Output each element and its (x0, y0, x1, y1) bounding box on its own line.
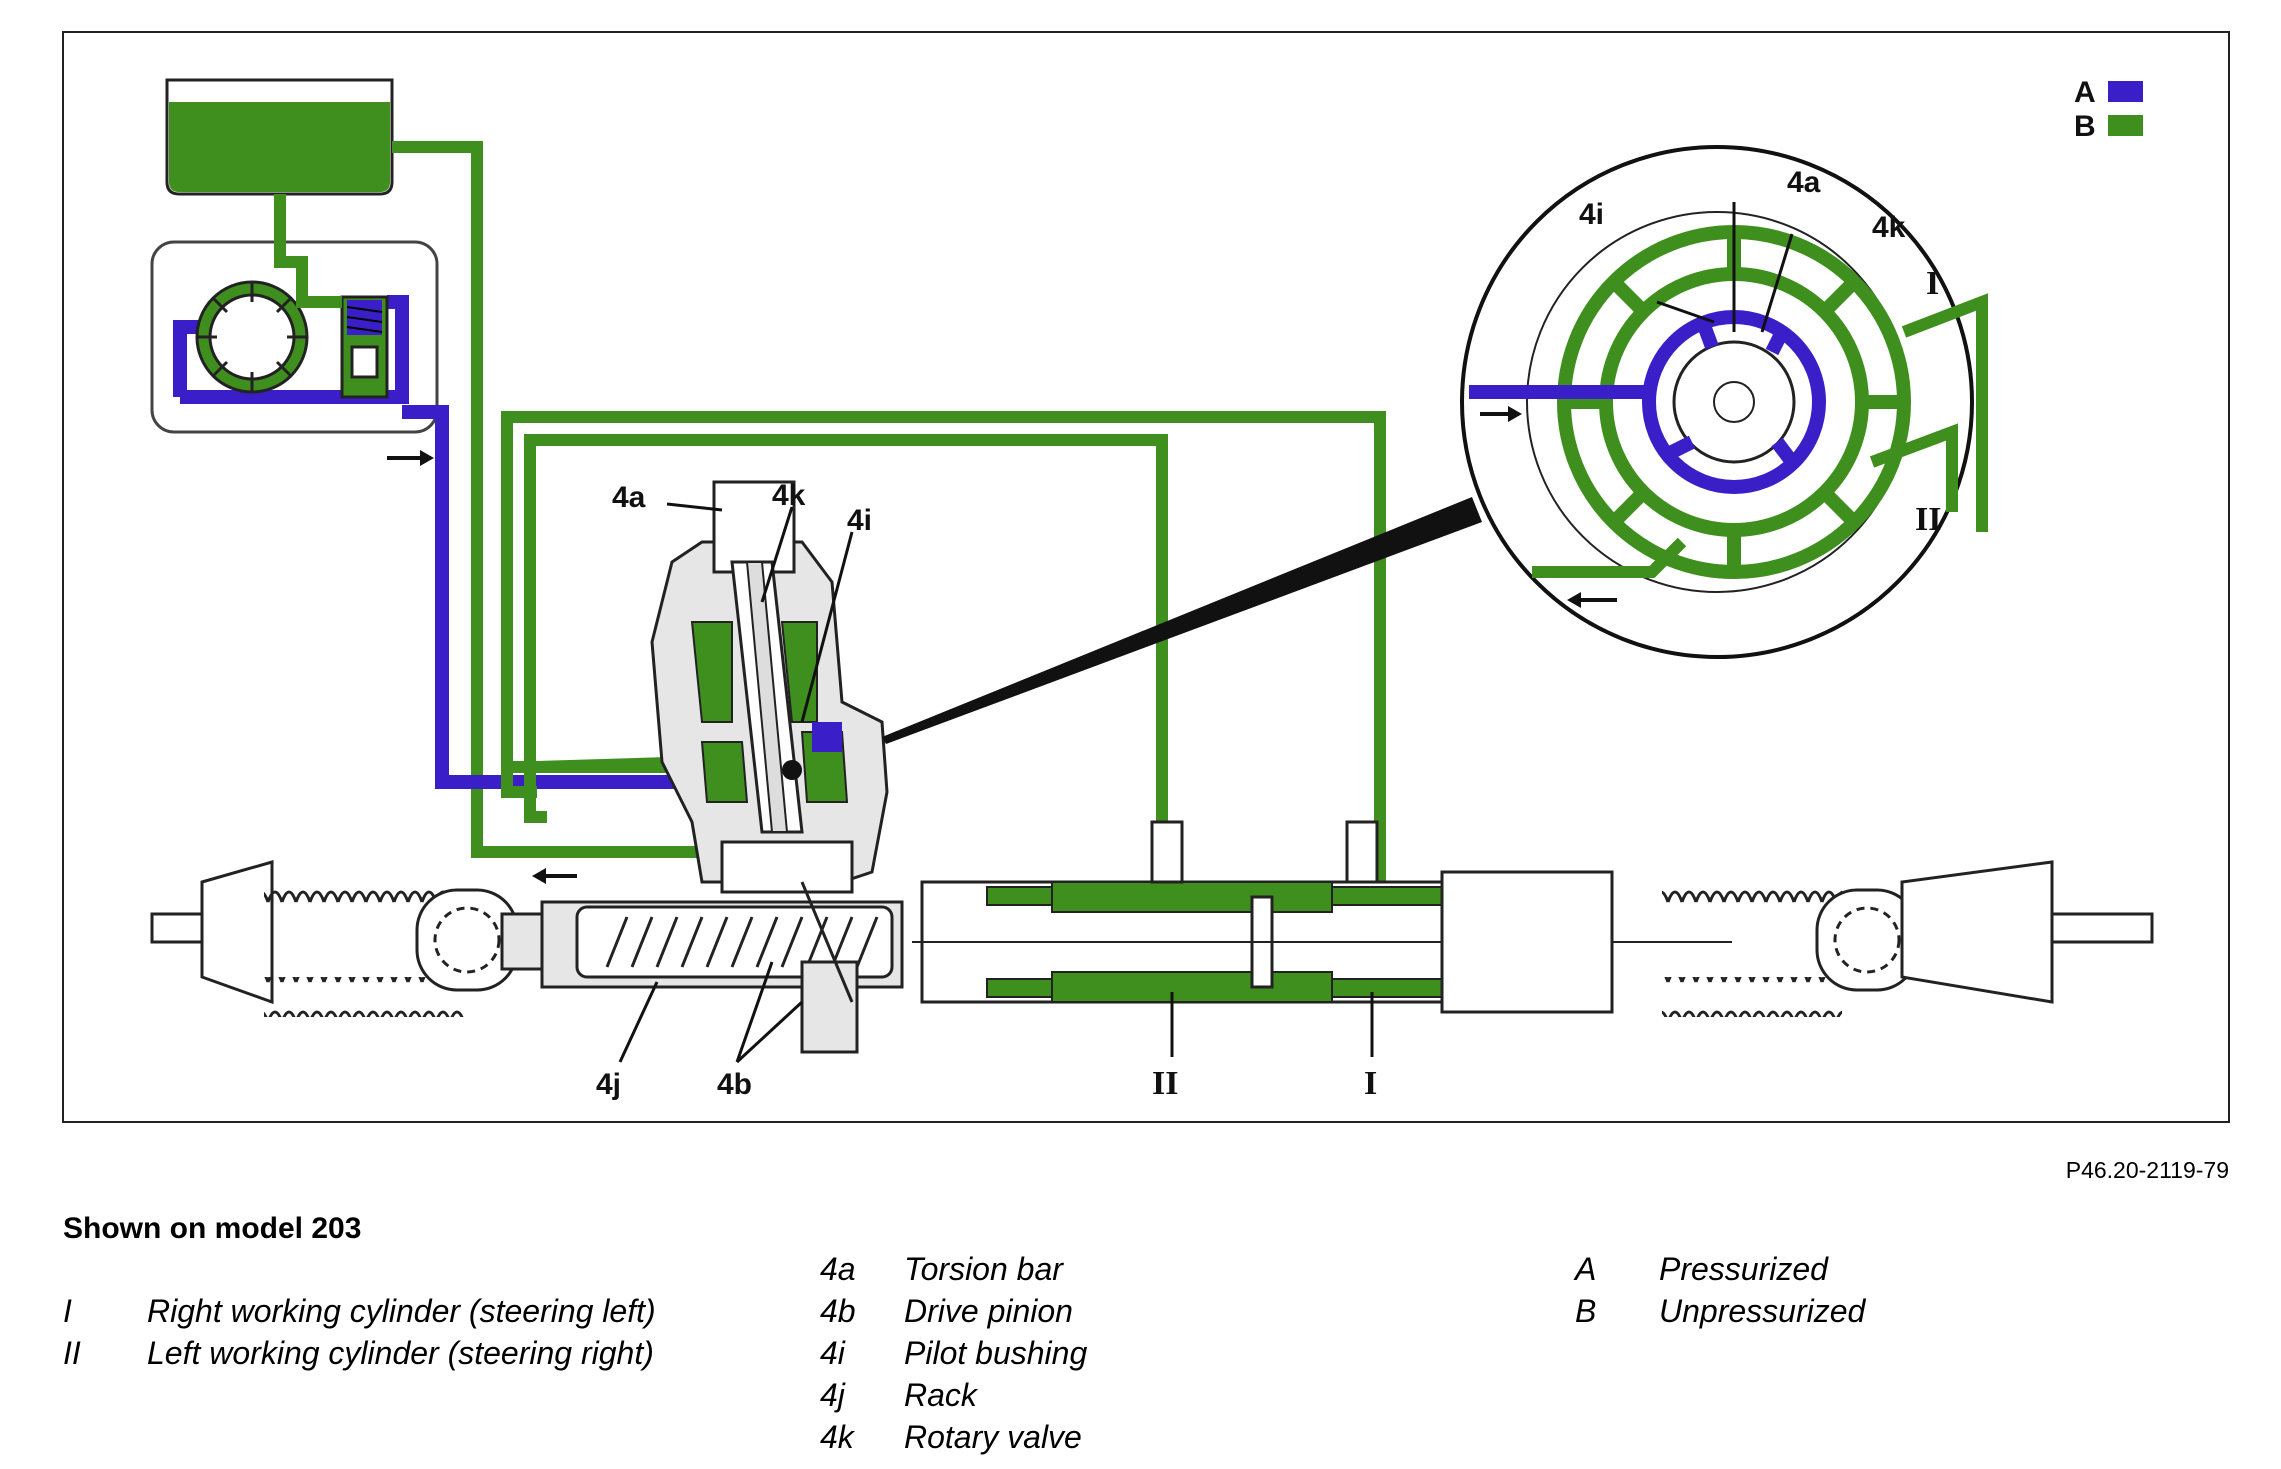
legend-item: II Left working cylinder (steering right… (63, 1332, 656, 1374)
color-key-label-a: A (2074, 76, 2096, 109)
oil-reservoir (165, 78, 394, 196)
label-4a: 4a (612, 481, 646, 514)
rack-housing (150, 820, 2154, 1054)
power-steering-pump (150, 194, 439, 434)
legend-key: A (1575, 1251, 1597, 1287)
label-4j: 4j (596, 1068, 621, 1101)
legend-text: Rotary valve (904, 1419, 1082, 1455)
legend-key: B (1575, 1293, 1597, 1329)
figure-caption: Shown on model 203 (63, 1212, 362, 1245)
legend-key: 4j (820, 1377, 845, 1413)
legend-text: Torsion bar (904, 1251, 1063, 1287)
legend-key: 4k (820, 1419, 854, 1455)
detail-label-4i: 4i (1579, 198, 1604, 231)
legend-components: 4a Torsion bar 4b Drive pinion 4i Pilot … (820, 1248, 1087, 1458)
legend-item: 4j Rack (820, 1374, 1087, 1416)
legend-item: 4k Rotary valve (820, 1416, 1087, 1458)
label-cylinder-II: II (1152, 1065, 1178, 1102)
label-4b: 4b (717, 1068, 752, 1101)
diagram-frame: 4a 4k 4i 4j 4b II I 4i 4a 4k I II A B (62, 31, 2230, 1123)
legend-key: 4b (820, 1293, 856, 1329)
color-key-swatch-a (2108, 81, 2143, 102)
legend-item: 4a Torsion bar (820, 1248, 1087, 1290)
legend-cylinders: I Right working cylinder (steering left)… (63, 1290, 656, 1374)
detail-label-II: II (1915, 501, 1941, 538)
detail-label-4a: 4a (1787, 166, 1821, 199)
legend-item: A Pressurized (1575, 1248, 1865, 1290)
flow-arrow (387, 450, 434, 466)
figure-reference: P46.20-2119-79 (2065, 1157, 2229, 1183)
legend-text: Right working cylinder (steering left) (147, 1293, 656, 1329)
legend-text: Left working cylinder (steering right) (147, 1335, 654, 1371)
legend-text: Unpressurized (1659, 1293, 1866, 1329)
legend-key: 4i (820, 1335, 845, 1371)
legend-key: II (63, 1335, 81, 1371)
legend-item: I Right working cylinder (steering left) (63, 1290, 656, 1332)
color-key-swatch-b (2108, 115, 2143, 136)
power-steering-diagram: 4a 4k 4i 4j 4b II I 4i 4a 4k I II A B (150, 76, 2154, 1102)
detail-label-4k: 4k (1872, 211, 1906, 244)
label-4i: 4i (847, 504, 872, 537)
legend-key: I (63, 1293, 72, 1329)
label-cylinder-I: I (1364, 1065, 1377, 1102)
flow-arrow (532, 868, 577, 884)
color-key-label-b: B (2074, 110, 2096, 143)
zoom-indicator (882, 497, 1482, 744)
rotary-valve-housing (650, 480, 889, 894)
legend-item: B Unpressurized (1575, 1290, 1865, 1332)
legend-text: Drive pinion (904, 1293, 1073, 1329)
legend-states: A Pressurized B Unpressurized (1575, 1248, 1865, 1332)
legend-key: 4a (820, 1251, 856, 1287)
detail-label-I: I (1926, 265, 1939, 302)
legend-text: Rack (904, 1377, 977, 1413)
legend-item: 4b Drive pinion (820, 1290, 1087, 1332)
rotary-valve-detail (1460, 145, 1988, 659)
legend-text: Pilot bushing (904, 1335, 1088, 1371)
color-key: A B (2074, 76, 2143, 143)
label-4k: 4k (772, 479, 806, 512)
legend-text: Pressurized (1659, 1251, 1828, 1287)
legend-item: 4i Pilot bushing (820, 1332, 1087, 1374)
